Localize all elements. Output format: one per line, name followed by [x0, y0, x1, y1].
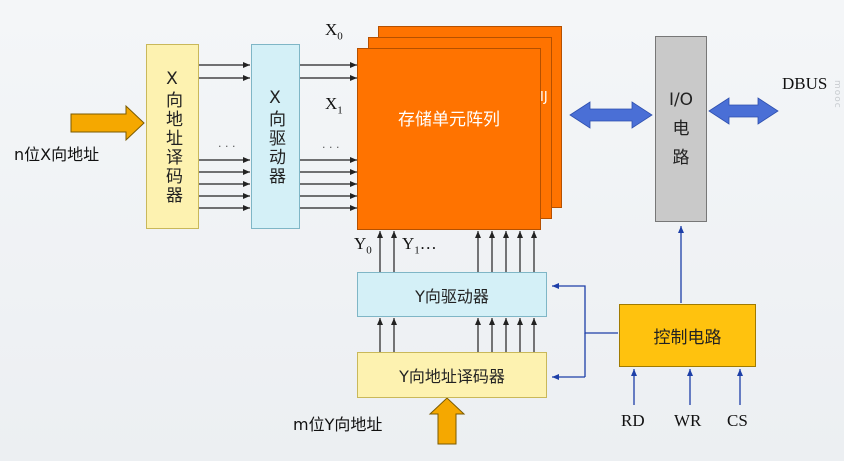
y-decoder-to-driver-lines: [377, 318, 537, 352]
x0-label: X0: [325, 20, 343, 42]
y1-letter: Y: [402, 234, 415, 253]
x0-letter: X: [325, 20, 338, 39]
y-driver-label: Y向驱动器: [415, 286, 489, 306]
x1-label: X1: [325, 94, 343, 116]
x-address-decoder: X向地址译码器: [146, 44, 199, 229]
memory-array: 存储单元阵列: [357, 48, 541, 230]
memory-array-label: 存储单元阵列: [398, 109, 500, 130]
x-decoder-to-driver-lines: [199, 62, 250, 211]
y-ellipsis: …: [419, 234, 437, 253]
y1-label: Y1…: [402, 234, 437, 256]
x-driver: X向驱动器: [251, 44, 300, 229]
y-address-decoder-label: Y向地址译码器: [399, 367, 505, 386]
io-circuit-line2: 电: [672, 119, 690, 139]
control-circuit-label: 控制电路: [653, 328, 722, 348]
y-address-input-arrow: [428, 397, 466, 445]
x-driver-ellipsis: · · ·: [322, 141, 340, 154]
io-dbus-arrow: [708, 97, 779, 125]
memory-io-bus-arrow: [569, 101, 653, 129]
cs-signal-label: CS: [727, 411, 748, 430]
x-address-decoder-label: X向地址译码器: [162, 68, 182, 205]
y0-label: Y0: [354, 234, 372, 256]
x0-subscript: 0: [337, 30, 343, 43]
x1-letter: X: [325, 94, 338, 113]
x-address-input-label: n位X向地址: [14, 145, 100, 164]
wr-signal-label: WR: [674, 411, 702, 430]
io-circuit-line1: I/O: [668, 90, 694, 110]
y0-letter: Y: [354, 234, 367, 253]
rd-signal-label: RD: [621, 411, 645, 430]
memory-array-back-label: IJ: [540, 90, 548, 105]
io-circuit: I/O 电 路: [655, 36, 707, 222]
x-address-input-arrow: [70, 104, 145, 142]
control-signal-lines: [552, 226, 743, 405]
x-decoder-ellipsis: · · ·: [218, 140, 235, 153]
y-address-input-label: m位Y向地址: [293, 415, 383, 434]
x-driver-to-memory-lines: [300, 62, 357, 211]
x-driver-label: X向驱动器: [265, 87, 285, 186]
y1-subscript: 1: [414, 244, 420, 257]
x1-subscript: 1: [337, 104, 343, 117]
y-driver: Y向驱动器: [357, 272, 547, 317]
control-circuit: 控制电路: [619, 304, 756, 367]
y-driver-to-memory-lines: [377, 231, 537, 272]
y0-subscript: 0: [366, 244, 372, 257]
io-circuit-line3: 路: [672, 148, 690, 168]
dbus-label: DBUS: [782, 74, 828, 93]
y-address-decoder: Y向地址译码器: [357, 352, 547, 398]
watermark: mooc: [832, 80, 842, 109]
